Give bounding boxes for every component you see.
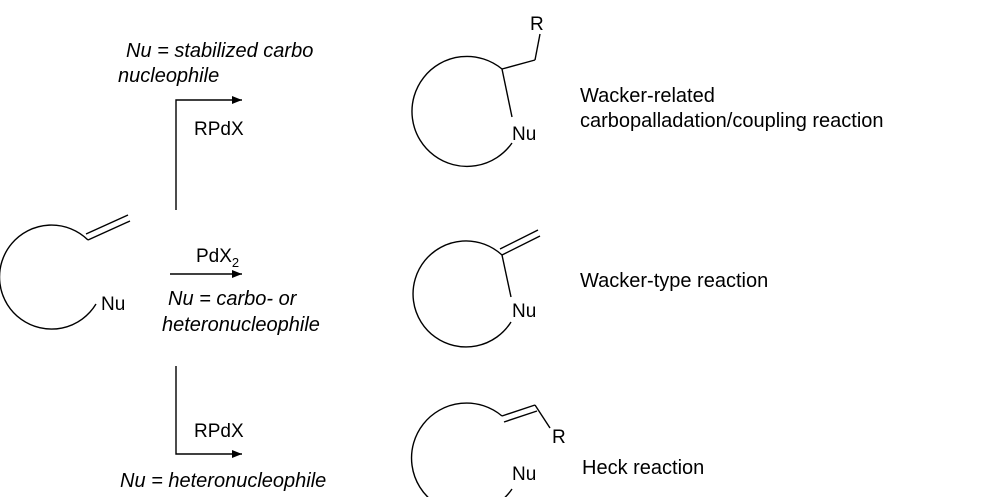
reactant-ring-arc — [0, 224, 97, 330]
top-condition-line1: Nu = stabilized carbo — [126, 40, 313, 62]
middle-product-ring-nu-bond — [501, 254, 512, 298]
bottom-product-r-label: R — [552, 427, 566, 448]
bottom-product-nu-label: Nu — [512, 464, 536, 485]
middle-reagent-base: PdX — [196, 246, 232, 267]
middle-reagent: PdX2 — [196, 246, 239, 270]
bottom-reaction-name: Heck reaction — [582, 457, 704, 479]
bottom-product-structure: R Nu — [410, 402, 566, 497]
top-product-side-chain-1 — [501, 59, 536, 70]
bottom-condition: Nu = heteronucleophile — [120, 470, 326, 492]
top-reaction-name-line1: Wacker-related — [580, 85, 715, 107]
reactant-nu-label: Nu — [101, 294, 125, 315]
top-product-nu-label: Nu — [512, 124, 536, 145]
reactant-exo-double-bond-2 — [85, 214, 129, 235]
reactant-structure: Nu — [0, 214, 131, 330]
bottom-product-r-bond — [534, 404, 551, 429]
top-product-r-label: R — [530, 14, 544, 35]
middle-product-structure: Nu — [412, 229, 541, 348]
bottom-product-double-bond-1 — [501, 404, 536, 417]
bottom-path: RPdX Nu = heteronucleophile R Nu Heck re… — [120, 366, 704, 497]
top-reagent: RPdX — [194, 119, 244, 140]
top-reaction-name-line2: carbopalladation/coupling reaction — [580, 110, 884, 132]
bottom-product-double-bond-2 — [503, 410, 538, 423]
top-path: Nu = stabilized carbo nucleophile RPdX R… — [118, 14, 884, 210]
bottom-arrow — [175, 366, 242, 458]
middle-product-exo-double-bond-1 — [501, 235, 541, 256]
middle-product-exo-double-bond-2 — [499, 229, 539, 250]
middle-product-nu-label: Nu — [512, 301, 536, 322]
top-product-ring-arc — [411, 55, 513, 168]
bottom-product-ring-arc — [410, 402, 513, 497]
top-product-structure: R Nu — [411, 14, 544, 168]
middle-reagent-subscript: 2 — [232, 255, 239, 270]
middle-condition-line1: Nu = carbo- or — [168, 288, 298, 310]
middle-product-ring-arc — [412, 240, 512, 348]
top-product-ring-nu-bond — [501, 68, 513, 118]
middle-reaction-name: Wacker-type reaction — [580, 270, 768, 292]
middle-condition-line2: heteronucleophile — [162, 314, 320, 336]
top-arrow — [175, 96, 242, 210]
middle-path: PdX2 Nu = carbo- or heteronucleophile Nu… — [162, 229, 768, 348]
top-condition-line2: nucleophile — [118, 65, 219, 87]
reactant-exo-double-bond-1 — [87, 220, 131, 241]
bottom-reagent: RPdX — [194, 421, 244, 442]
top-product-side-chain-2 — [534, 33, 541, 61]
